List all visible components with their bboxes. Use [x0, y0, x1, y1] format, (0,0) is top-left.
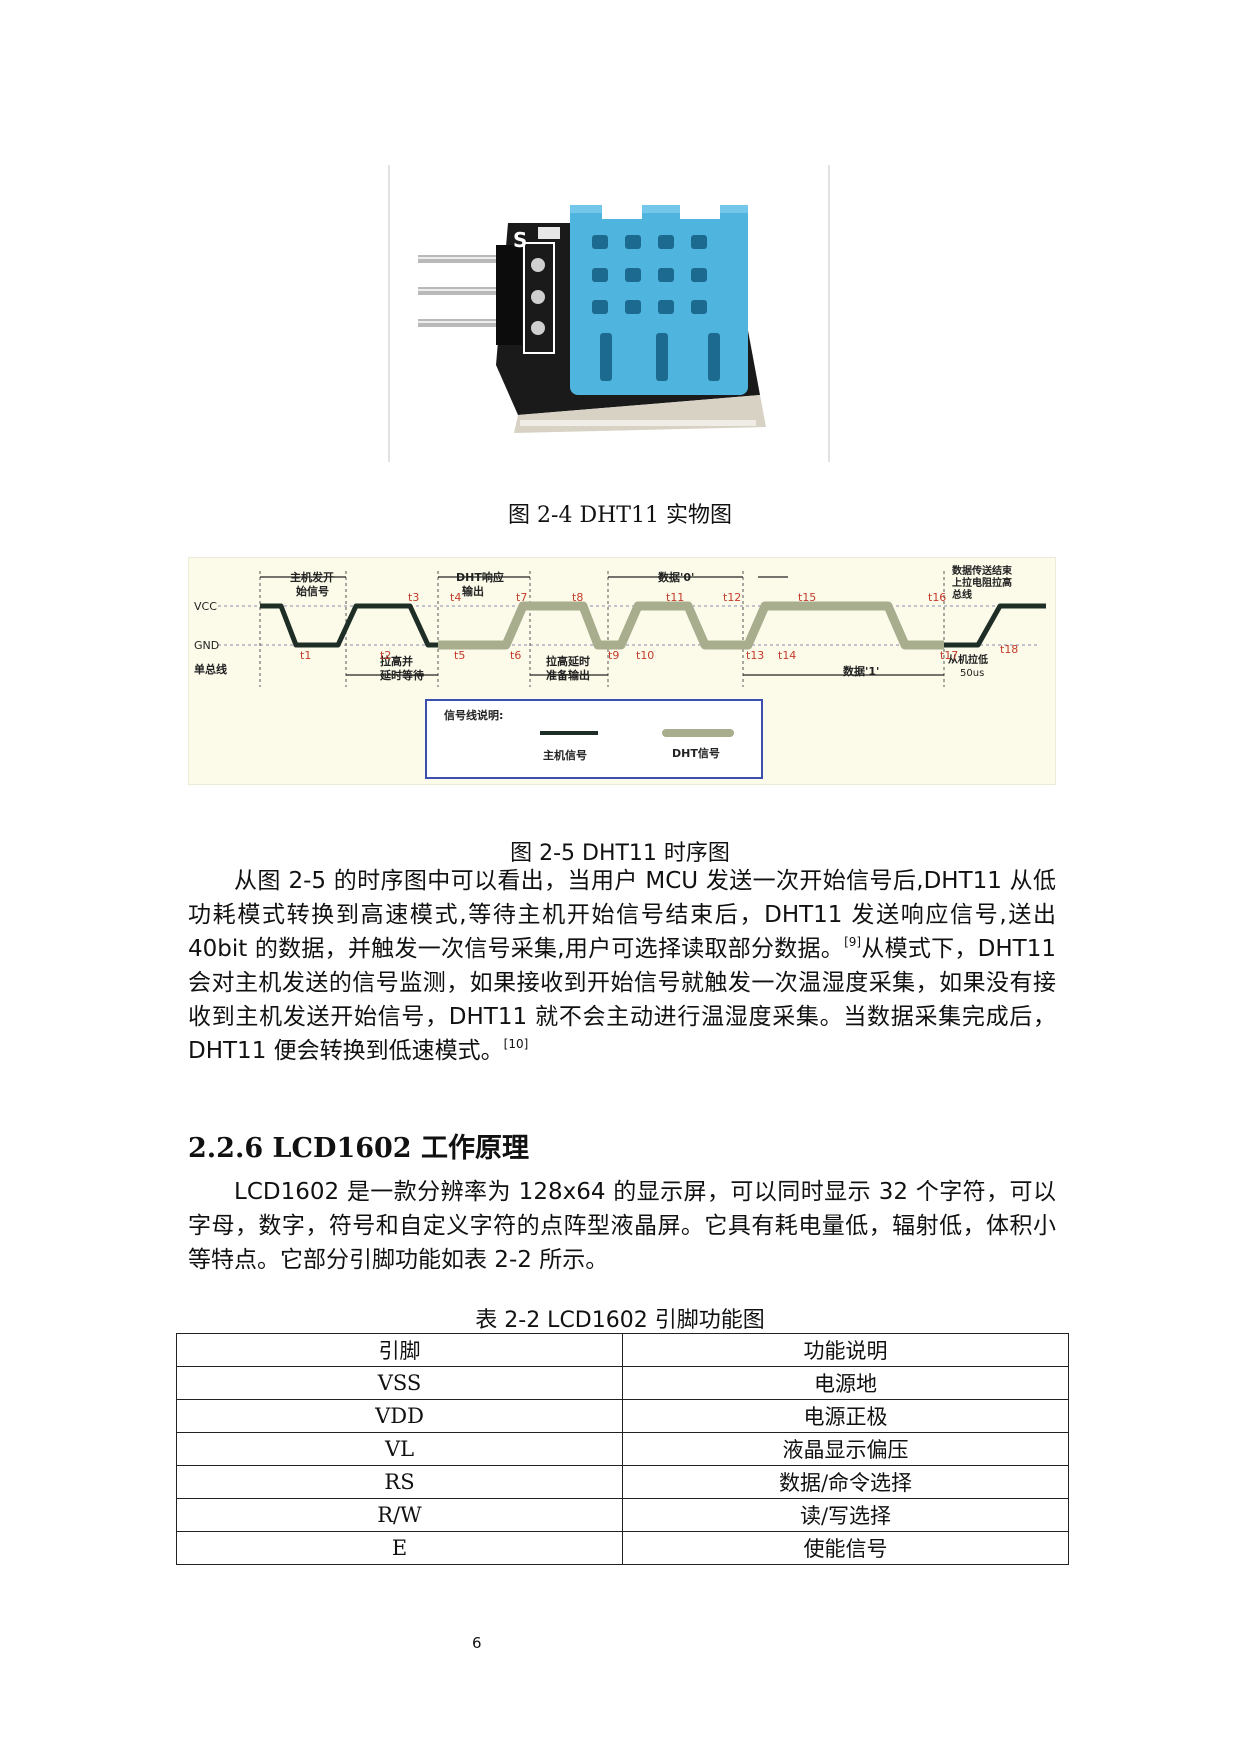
table-cell: VL: [176, 1432, 623, 1466]
t-label: t7: [516, 591, 527, 604]
legend-dht: DHT信号: [672, 746, 720, 760]
dht11-timing-diagram: VCC GND 单总线 主机发开 始信号 DHT响应 输出 数据'0' 数据传送…: [188, 557, 1056, 785]
data-end-label-3: 总线: [952, 588, 972, 601]
citation-9: [9]: [844, 935, 862, 949]
table-cell: 液晶显示偏压: [622, 1432, 1069, 1466]
table-cell: 数据/命令选择: [622, 1465, 1069, 1499]
t-label: t5: [454, 649, 465, 662]
dht11-blue-housing: [570, 205, 748, 395]
data-end-label-1: 数据传送结束: [952, 564, 1013, 577]
table-cell: VSS: [176, 1366, 623, 1400]
t-label: t14: [778, 649, 796, 662]
data1-label: 数据'1': [843, 664, 879, 678]
t-label: t3: [408, 591, 419, 604]
bus-label: 单总线: [194, 662, 227, 676]
dht11-module-photo: S: [388, 165, 830, 462]
host-start-label-2: 始信号: [296, 584, 329, 598]
figure-2-4-caption: 图 2-4 DHT11 实物图: [508, 503, 732, 528]
t-label: t2: [380, 649, 391, 662]
paragraph-lcd1602: LCD1602 是一款分辨率为 128x64 的显示屏，可以同时显示 32 个字…: [188, 1179, 1056, 1273]
t-label: t17: [940, 649, 958, 662]
signal-legend: 信号线说明: 主机信号 DHT信号: [425, 699, 763, 779]
t-label: t1: [300, 649, 311, 662]
legend-host: 主机信号: [543, 748, 587, 762]
dht-resp-label-1: DHT响应: [456, 570, 504, 584]
table-cell: 使能信号: [622, 1531, 1069, 1565]
t-label: t11: [666, 591, 684, 604]
t-label: t16: [928, 591, 946, 604]
gnd-label: GND: [194, 639, 219, 652]
header-pins: [418, 245, 522, 345]
host-signal-end: [944, 603, 1046, 648]
t-label: t15: [798, 591, 816, 604]
host-signal-line: [260, 603, 438, 648]
table-cell: R/W: [176, 1498, 623, 1532]
slave-low-label-2: 50us: [960, 668, 984, 679]
page-number: 6: [472, 1634, 482, 1652]
t-label: t4: [450, 591, 461, 604]
data0-label: 数据'0': [658, 570, 694, 584]
header-function: 功能说明: [622, 1333, 1069, 1367]
table-cell: 电源地: [622, 1366, 1069, 1400]
table-2-2-caption: 表 2-2 LCD1602 引脚功能图: [475, 1308, 765, 1333]
t-label: t9: [608, 649, 619, 662]
t-label: t8: [572, 591, 583, 604]
table-cell: 读/写选择: [622, 1498, 1069, 1532]
t-label: t6: [510, 649, 521, 662]
figure-2-5-caption: 图 2-5 DHT11 时序图: [510, 841, 730, 866]
citation-10: [10]: [503, 1037, 529, 1051]
table-cell: 电源正极: [622, 1399, 1069, 1433]
paragraph-timing-explanation: 从图 2-5 的时序图中可以看出，当用户 MCU 发送一次开始信号后,DHT11…: [188, 868, 1056, 1064]
slave-low-label-1: 从机拉低: [948, 653, 988, 666]
pullup-label-1: 拉高并: [380, 654, 413, 668]
table-cell: E: [176, 1531, 623, 1565]
section-heading: 2.2.6 LCD1602 工作原理: [188, 1133, 529, 1164]
table-cell: VDD: [176, 1399, 623, 1433]
t-label: t10: [636, 649, 654, 662]
vcc-label: VCC: [194, 600, 217, 613]
header-pin: 引脚: [176, 1333, 623, 1367]
t-label: t13: [746, 649, 764, 662]
dht-resp-label-2: 输出: [462, 584, 484, 598]
host-start-label-1: 主机发开: [290, 570, 334, 584]
silkscreen-s: S: [513, 228, 527, 252]
pullup-delay-label-1: 拉高延时: [546, 654, 590, 668]
data-end-label-2: 上拉电阻拉高: [952, 576, 1012, 589]
table-header-row: 引脚 功能说明: [176, 1333, 1069, 1367]
table-cell: RS: [176, 1465, 623, 1499]
legend-title: 信号线说明:: [444, 708, 503, 722]
dht-signal-line: [438, 601, 944, 650]
t-label: t18: [1000, 643, 1018, 656]
t-label: t12: [723, 591, 741, 604]
